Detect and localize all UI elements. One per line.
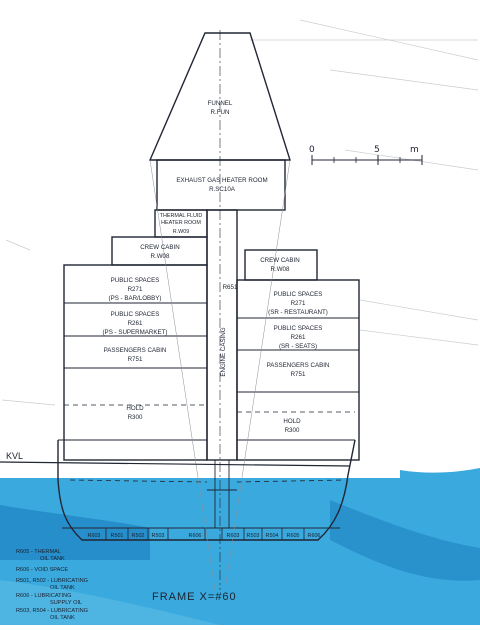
scale-unit: m bbox=[410, 145, 419, 155]
crew-left-name: CREW CABIN bbox=[140, 244, 180, 251]
tank-label: R605 bbox=[287, 533, 300, 539]
scale-zero: 0 bbox=[309, 145, 315, 155]
legend-line: R503, R504 - LUBRICATING bbox=[16, 608, 88, 614]
legend-line: R606 - LUBRICATING bbox=[16, 593, 72, 599]
thermal-name2: HEATER ROOM bbox=[161, 220, 201, 226]
ps-left-1-desc: (PS - BAR/LOBBY) bbox=[109, 295, 162, 302]
ps-right-1-code: R271 bbox=[291, 300, 306, 307]
engine-casing-label: ENGINE CASING bbox=[220, 327, 227, 376]
tank-labels: R603 R501 R502 R503 R606 R603 R503 R504 … bbox=[88, 533, 321, 539]
legend: R605 - THERMAL OIL TANK R606 - VOID SPAC… bbox=[16, 549, 88, 621]
legend-line: R605 - THERMAL bbox=[16, 549, 61, 555]
tank-label: R501 bbox=[111, 533, 124, 539]
thermal-code: R.W09 bbox=[173, 229, 189, 235]
exhaust-room bbox=[156, 159, 286, 211]
legend-line: OIL TANK bbox=[40, 556, 65, 562]
background-sketch bbox=[1, 19, 479, 501]
tank-label: R504 bbox=[266, 533, 279, 539]
ps-right-2-desc: (SR - SEATS) bbox=[279, 343, 317, 350]
ps-left-1-code: R271 bbox=[128, 286, 143, 293]
ps-right-2-name: PUBLIC SPACES bbox=[274, 325, 323, 332]
scale-mid: 5 bbox=[374, 145, 380, 155]
hold-right-name: HOLD bbox=[283, 418, 301, 425]
funnel-code: R.FUN bbox=[211, 109, 230, 116]
hold-left-name: HOLD bbox=[126, 405, 144, 412]
tank-label: R603 bbox=[88, 533, 101, 539]
pax-left-name: PASSENGERS CABIN bbox=[104, 347, 167, 354]
pax-right-code: R751 bbox=[291, 371, 306, 378]
kvl-label: KVL bbox=[6, 451, 23, 461]
pax-right-name: PASSENGERS CABIN bbox=[267, 362, 330, 369]
legend-line: OIL TANK bbox=[50, 585, 75, 591]
tank-label: R502 bbox=[132, 533, 145, 539]
scale-bar: 0 5 m bbox=[309, 145, 423, 165]
waterline bbox=[0, 461, 351, 467]
sea-water bbox=[0, 468, 480, 625]
tank-label: R606 bbox=[308, 533, 321, 539]
crew-right-code: R.W08 bbox=[271, 266, 290, 273]
frame-label: FRAME X=#60 bbox=[152, 591, 237, 603]
crew-right-name: CREW CABIN bbox=[260, 257, 300, 264]
tank-label: R603 bbox=[227, 533, 240, 539]
ps-left-2-desc: (PS - SUPERMARKET) bbox=[103, 329, 168, 336]
r651-label: R651 bbox=[223, 284, 238, 291]
legend-line: SUPPLY OIL bbox=[50, 600, 82, 606]
legend-line: R501, R502 - LUBRICATING bbox=[16, 578, 88, 584]
ps-right-1-desc: (SR - RESTAURANT) bbox=[268, 309, 328, 316]
tank-label: R503 bbox=[152, 533, 165, 539]
hold-left-code: R300 bbox=[128, 414, 143, 421]
hold-right-code: R300 bbox=[285, 427, 300, 434]
exhaust-code: R.SC10A bbox=[209, 186, 236, 193]
crew-cabin-left bbox=[111, 236, 208, 266]
ps-left-2-name: PUBLIC SPACES bbox=[111, 311, 160, 318]
crew-left-code: R.W08 bbox=[151, 253, 170, 260]
funnel-name: FUNNEL bbox=[208, 100, 233, 107]
ps-left-1-name: PUBLIC SPACES bbox=[111, 277, 160, 284]
exhaust-name: EXHAUST GAS HEATER ROOM bbox=[176, 177, 267, 184]
right-superstructure bbox=[236, 279, 360, 461]
thermal-name1: THERMAL FLUID bbox=[160, 213, 203, 219]
ps-right-1-name: PUBLIC SPACES bbox=[274, 291, 323, 298]
ps-right-2-code: R261 bbox=[291, 334, 306, 341]
ps-left-2-code: R261 bbox=[128, 320, 143, 327]
legend-line: OIL TANK bbox=[50, 615, 75, 621]
tank-label: R606 bbox=[189, 533, 202, 539]
left-superstructure bbox=[63, 264, 208, 461]
hull-bottom bbox=[57, 439, 356, 541]
tank-dividers bbox=[105, 528, 305, 540]
pax-left-code: R751 bbox=[128, 356, 143, 363]
tank-label: R503 bbox=[247, 533, 260, 539]
legend-line: R606 - VOID SPACE bbox=[16, 567, 68, 573]
crew-cabin-right bbox=[244, 249, 318, 281]
